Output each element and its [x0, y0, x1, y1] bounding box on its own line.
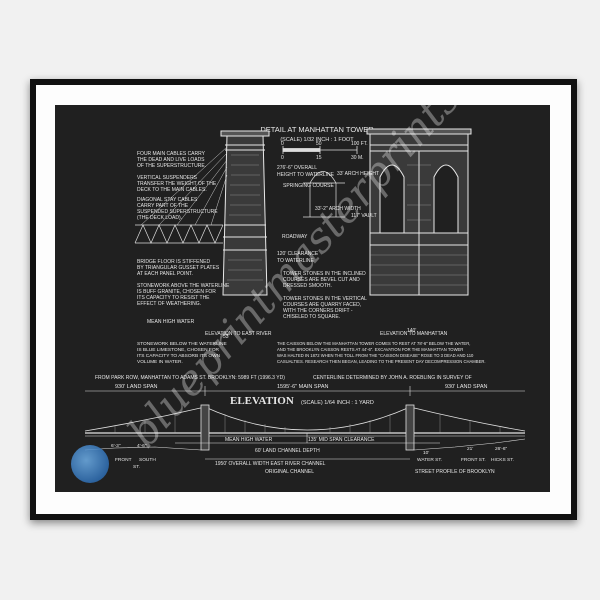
deck-truss — [134, 224, 224, 244]
scale-ft-100: 100 FT. — [351, 141, 368, 147]
elevation-east-river: ELEVATION TO EAST RIVER — [205, 331, 272, 337]
notes-left: FOUR MAIN CABLES CARRY THE DEAD AND LIVE… — [137, 151, 231, 307]
dim-overall: 276'-6" OVERALL — [277, 165, 317, 171]
street-profile: STREET PROFILE OF BROOKLYN — [415, 469, 495, 475]
street-left-dim-1: 6'-3" — [111, 443, 121, 449]
street-right-dim-1: 10' — [423, 450, 429, 456]
channel-depth: 60' LAND CHANNEL DEPTH — [255, 448, 320, 454]
scale-ft-50: 50 — [316, 141, 322, 147]
width-left: 53' — [223, 334, 230, 340]
vault: 117' VAULT — [351, 213, 377, 219]
dim-waterline: HEIGHT TO WATERLINE — [277, 172, 335, 178]
bridge-elevation — [84, 404, 526, 451]
arch-height: 33' ARCH HEIGHT — [337, 171, 379, 177]
tower-front-elevation — [366, 128, 472, 296]
clearance-label: 120' CLEARANCE — [277, 251, 319, 257]
tower-side-masonry — [227, 154, 263, 281]
elevation-title: ELEVATION — [230, 395, 294, 407]
notes-mid: TOWER STONES IN THE INCLINED COURSES ARE… — [283, 271, 368, 320]
tower-detail-title: DETAIL AT MANHATTAN TOWER — [260, 125, 374, 134]
arch-detail — [303, 171, 345, 218]
street-right-front: FRONT ST. — [461, 457, 486, 463]
elevation-scale: (SCALE) 1/64 INCH : 1 YARD — [301, 400, 374, 406]
elevation-manhattan: ELEVATION TO MANHATTAN — [380, 331, 448, 337]
blueprint-artwork: DETAIL AT MANHATTAN TOWER (SCALE) 1/32 I… — [55, 105, 550, 492]
centerline-note: CENTERLINE DETERMINED BY JOHN A. ROEBLIN… — [313, 375, 472, 381]
overall-width: 1950' OVERALL WIDTH EAST RIVER CHANNEL — [215, 461, 326, 467]
roadway-label: ROADWAY — [282, 234, 308, 240]
scale-m-0: 0 — [281, 155, 284, 161]
original-channel: ORIGINAL CHANNEL — [265, 469, 314, 475]
tower-front-masonry — [370, 164, 468, 286]
stay-cables — [140, 146, 228, 226]
span-line: FROM PARK ROW, MANHATTAN TO ADAMS ST. BR… — [95, 375, 285, 381]
arch-width: 33'-2" ARCH WIDTH — [315, 206, 361, 212]
street-right-water: WATER ST. — [417, 457, 442, 463]
street-right-dim-3: 26'-6" — [495, 446, 508, 452]
scale-m-15: 15 — [316, 155, 322, 161]
scale-m-30: 30 M. — [351, 155, 364, 161]
elevation-mean-high-water: MEAN HIGH WATER — [225, 437, 273, 443]
tower-mean-high-water: MEAN HIGH WATER — [147, 319, 195, 325]
tower-detail-scale: (SCALE) 1/32 INCH : 1 FOOT — [280, 137, 354, 143]
blueprint-drawing: DETAIL AT MANHATTAN TOWER (SCALE) 1/32 I… — [84, 105, 526, 475]
street-left-front: FRONT — [115, 457, 132, 463]
mid-span-clearance: 135' MID SPAN CLEARANCE — [308, 437, 375, 443]
land-span-left: 930' LAND SPAN — [115, 384, 158, 390]
notes-bottom-right: THE CAISSON BELOW THE MANHATTAN TOWER CO… — [277, 341, 486, 364]
scale-bar — [282, 146, 358, 154]
width-right: 140' — [407, 328, 416, 334]
springing-course: SPRINGING COURSE — [283, 183, 335, 189]
main-span: 1595'-6" MAIN SPAN — [277, 384, 329, 390]
street-right-dim-2: 21' — [467, 446, 473, 452]
street-left-st: ST. — [133, 464, 140, 470]
land-span-right: 930' LAND SPAN — [445, 384, 488, 390]
notes-bottom-left: STONEWORK BELOW THE WATERLINE IS BLUE LI… — [137, 341, 228, 365]
street-left-south: SOUTH — [139, 457, 156, 463]
span-dimension-line — [85, 386, 525, 396]
clearance-label-2: TO WATERLINE — [277, 258, 315, 264]
seal-logo-icon — [71, 445, 109, 483]
street-left-dim-2: 4'-6" — [137, 443, 147, 449]
street-right-hicks: HICKS ST. — [491, 457, 514, 463]
scale-ft-0: 0 — [281, 141, 284, 147]
bridge-suspenders — [114, 414, 501, 433]
